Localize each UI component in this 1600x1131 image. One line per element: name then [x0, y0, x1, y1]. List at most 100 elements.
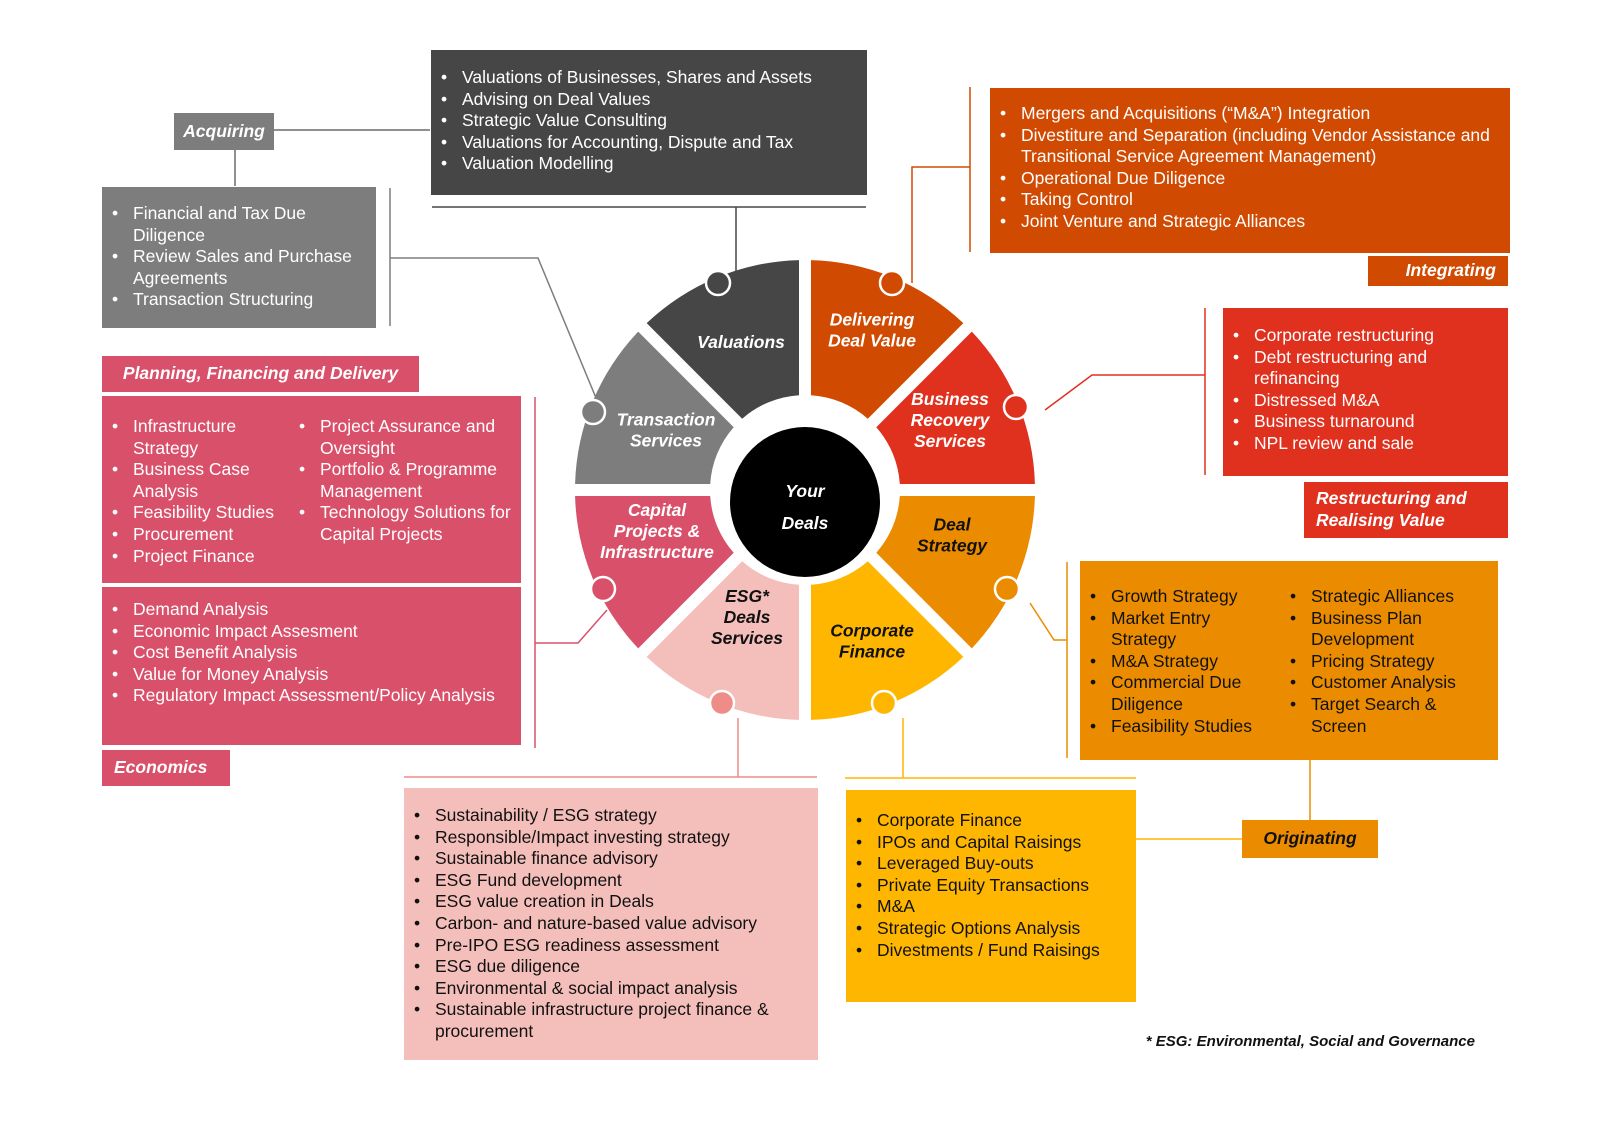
list-item: Pre-IPO ESG readiness assessment: [404, 935, 812, 957]
list-item: Corporate Finance: [846, 810, 1130, 832]
list-item: Valuation Modelling: [431, 153, 867, 175]
list-item: Demand Analysis: [102, 599, 515, 621]
corporate-finance-box: Corporate FinanceIPOs and Capital Raisin…: [846, 790, 1136, 1002]
economics-label-text: Economics: [114, 757, 208, 778]
list-item: Commercial Due Diligence: [1080, 672, 1280, 715]
list-item: Sustainable infrastructure project finan…: [404, 999, 812, 1042]
list-item: Business Case Analysis: [102, 459, 289, 502]
business-recovery-list: Corporate restructuringDebt restructurin…: [1223, 325, 1500, 455]
originating-label-text: Originating: [1263, 828, 1357, 849]
list-item: Market Entry Strategy: [1080, 608, 1280, 651]
wheel-segment-corporate: [810, 561, 964, 720]
center-title-line1: Your: [785, 481, 825, 501]
list-item: Distressed M&A: [1223, 390, 1500, 412]
wheel-label-esg: Deals: [724, 607, 771, 627]
list-item: Feasibility Studies: [1080, 716, 1280, 738]
list-item: Transaction Structuring: [102, 289, 370, 311]
acquiring-label-text: Acquiring: [183, 120, 265, 141]
valuations-box: Valuations of Businesses, Shares and Ass…: [431, 50, 867, 195]
transaction-services-list: Financial and Tax Due DiligenceReview Sa…: [102, 203, 370, 311]
list-item: ESG Fund development: [404, 870, 812, 892]
list-item: Environmental & social impact analysis: [404, 978, 812, 1000]
wheel-label-strategy: Deal: [934, 515, 972, 535]
wheel-segment-transaction: [575, 331, 734, 485]
esg-deals-box: Sustainability / ESG strategyResponsible…: [404, 788, 818, 1060]
list-item: Procurement: [102, 524, 289, 546]
deal-strategy-box: Growth StrategyMarket Entry StrategyM&A …: [1080, 561, 1498, 760]
footnote: * ESG: Environmental, Social and Governa…: [1145, 1033, 1475, 1050]
wheel-segment-recovery: [876, 331, 1035, 485]
list-item: ESG due diligence: [404, 956, 812, 978]
list-item: Economic Impact Assesment: [102, 621, 515, 643]
wheel-label-transaction: Transaction: [617, 410, 716, 430]
wheel-label-recovery: Services: [914, 431, 986, 451]
center-title-line2: Deals: [782, 513, 829, 533]
list-item: Taking Control: [990, 189, 1502, 211]
wheel-label-corporate: Corporate: [830, 621, 914, 641]
list-item: Financial and Tax Due Diligence: [102, 203, 370, 246]
connector-dot-esg: [708, 689, 736, 717]
list-item: Feasibility Studies: [102, 502, 289, 524]
list-item: Cost Benefit Analysis: [102, 642, 515, 664]
list-item: Divestments / Fund Raisings: [846, 940, 1130, 962]
list-item: Debt restructuring and refinancing: [1223, 347, 1500, 390]
list-item: Strategic Alliances: [1280, 586, 1492, 608]
wheel-label-capital: Projects &: [614, 521, 701, 541]
wheel-label-valuations: Valuations: [697, 332, 785, 352]
planning-label-text: Planning, Financing and Delivery: [122, 363, 399, 384]
list-item: M&A Strategy: [1080, 651, 1280, 673]
list-item: Divestiture and Separation (including Ve…: [990, 125, 1502, 168]
list-item: Business Plan Development: [1280, 608, 1492, 651]
connector-dot-corporate: [870, 689, 898, 717]
wheel-segment-strategy: [876, 495, 1035, 649]
restructuring-label-line2: Realising Value: [1316, 510, 1445, 530]
planning-list-left: Infrastructure StrategyBusiness Case Ana…: [102, 416, 289, 567]
wheel-segment-esg: [646, 561, 800, 720]
list-item: Pricing Strategy: [1280, 651, 1492, 673]
wheel-label-esg: Services: [711, 628, 783, 648]
delivering-deal-value-list: Mergers and Acquisitions (“M&A”) Integra…: [990, 103, 1502, 233]
wheel-segment-valuations: [646, 260, 800, 419]
list-item: Growth Strategy: [1080, 586, 1280, 608]
list-item: Sustainable finance advisory: [404, 848, 812, 870]
list-item: Regulatory Impact Assessment/Policy Anal…: [102, 685, 515, 707]
transaction-services-box: Financial and Tax Due DiligenceReview Sa…: [102, 187, 376, 328]
connector-dot-transaction: [579, 398, 607, 426]
connector-dot-delivering: [878, 269, 906, 297]
wheel-label-capital: Capital: [628, 500, 687, 520]
list-item: Valuations for Accounting, Dispute and T…: [431, 132, 867, 154]
wheel-segment-delivering: [810, 260, 964, 419]
list-item: Advising on Deal Values: [431, 89, 867, 111]
list-item: Valuations of Businesses, Shares and Ass…: [431, 67, 867, 89]
deal-strategy-list-right: Strategic AlliancesBusiness Plan Develop…: [1280, 586, 1492, 737]
delivering-deal-value-box: Mergers and Acquisitions (“M&A”) Integra…: [990, 88, 1510, 253]
restructuring-label: Restructuring and Realising Value: [1304, 482, 1508, 538]
connector-dot-recovery: [1002, 393, 1030, 421]
wheel-label-esg: ESG*: [725, 586, 770, 606]
list-item: NPL review and sale: [1223, 433, 1500, 455]
list-item: Project Finance: [102, 546, 289, 568]
list-item: Customer Analysis: [1280, 672, 1492, 694]
list-item: M&A: [846, 896, 1130, 918]
list-item: Mergers and Acquisitions (“M&A”) Integra…: [990, 103, 1502, 125]
originating-label: Originating: [1242, 820, 1378, 858]
list-item: Operational Due Diligence: [990, 168, 1502, 190]
economics-label: Economics: [102, 750, 230, 786]
center-circle: [730, 427, 880, 577]
wheel-label-transaction: Services: [630, 431, 702, 451]
wheel-label-recovery: Recovery: [911, 410, 991, 430]
list-item: Private Equity Transactions: [846, 875, 1130, 897]
list-item: Joint Venture and Strategic Alliances: [990, 211, 1502, 233]
business-recovery-box: Corporate restructuringDebt restructurin…: [1223, 308, 1508, 476]
integrating-label-text: Integrating: [1405, 260, 1496, 281]
connector-dot-strategy: [993, 575, 1021, 603]
connector-transaction: [390, 257, 602, 411]
valuations-list: Valuations of Businesses, Shares and Ass…: [431, 67, 867, 175]
connector-dot-valuations: [704, 269, 732, 297]
connector-recovery: [1044, 374, 1205, 411]
list-item: Project Assurance and Oversight: [289, 416, 515, 459]
deal-strategy-list-left: Growth StrategyMarket Entry StrategyM&A …: [1080, 586, 1280, 737]
wheel-label-capital: Infrastructure: [600, 542, 714, 562]
list-item: Responsible/Impact investing strategy: [404, 827, 812, 849]
